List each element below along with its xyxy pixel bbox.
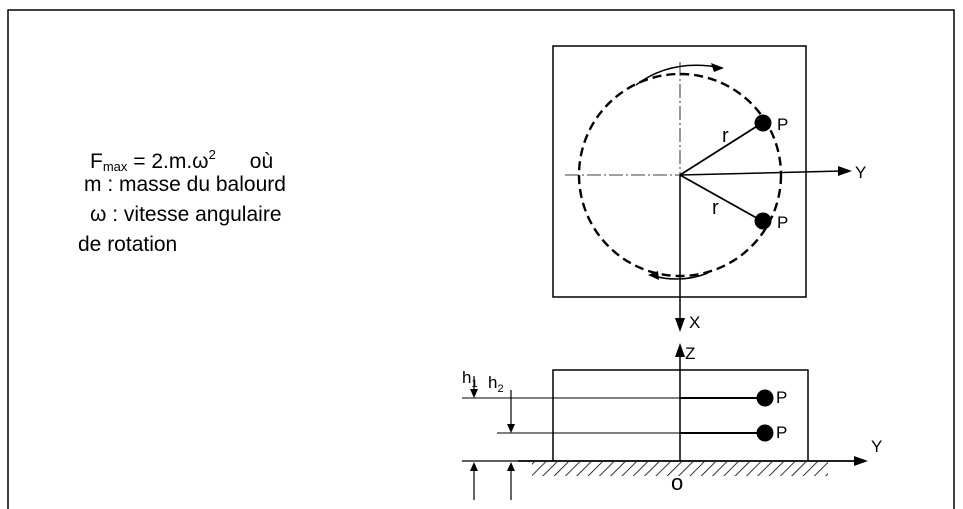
- radius-label-2: r: [712, 197, 719, 219]
- side-y-axis-label: Y: [871, 437, 882, 456]
- force-subscript: max: [102, 159, 128, 174]
- formula-ou: où: [249, 150, 274, 173]
- side-y-arrowhead: [854, 456, 868, 466]
- top-y-axis: [679, 170, 843, 176]
- top-x-axis-label: X: [689, 313, 700, 332]
- formula-line-1: Fmax = 2.m.ω2 où: [90, 140, 390, 174]
- side-mass-label-1: P: [776, 388, 787, 407]
- formula-line-2: m : masse du balourd: [84, 173, 286, 196]
- top-view: Y X r r P P: [552, 45, 866, 332]
- rotation-arrowhead-top: [711, 63, 724, 72]
- top-y-axis-label: Y: [855, 163, 866, 182]
- h1-arrowhead-bottom: [470, 462, 478, 471]
- formula-block: Fmax = 2.m.ω2 où m : masse du balourd ω :…: [78, 140, 378, 260]
- radius-label-1: r: [722, 125, 729, 147]
- rotation-arrowhead-bottom: [648, 271, 659, 280]
- h1-arrowhead-top: [470, 389, 478, 398]
- h2-arrowhead-bottom: [507, 462, 515, 471]
- ground-hatching: [532, 462, 828, 476]
- h1-label: h1: [462, 368, 478, 390]
- mass-label-2: P: [777, 213, 788, 232]
- side-mass-point-1: [756, 389, 774, 407]
- mass-label-1: P: [777, 115, 788, 134]
- h2-arrowhead-top: [507, 424, 515, 433]
- force-symbol: F: [90, 150, 103, 173]
- formula-exponent: 2: [208, 147, 216, 162]
- top-y-arrowhead: [838, 166, 852, 176]
- top-x-arrowhead: [675, 318, 685, 332]
- radius-line-1: [679, 122, 763, 176]
- side-mass-point-2: [756, 424, 774, 442]
- side-z-arrowhead: [675, 343, 685, 357]
- side-view: Y Z o P P h1 h2: [462, 343, 882, 500]
- side-z-axis-label: Z: [685, 344, 695, 363]
- rotation-arrow-top: [635, 64, 723, 86]
- formula-line-4: de rotation: [78, 233, 178, 256]
- side-mass-label-2: P: [776, 423, 787, 442]
- radius-line-2: [679, 174, 763, 222]
- mass-point-1: [754, 114, 772, 132]
- formula-rhs: = 2.m.ω: [127, 150, 209, 173]
- mass-point-2: [754, 212, 772, 230]
- formula-line-3: ω : vitesse angulaire: [90, 203, 282, 226]
- h2-label: h2: [488, 373, 504, 395]
- origin-label: o: [671, 470, 683, 495]
